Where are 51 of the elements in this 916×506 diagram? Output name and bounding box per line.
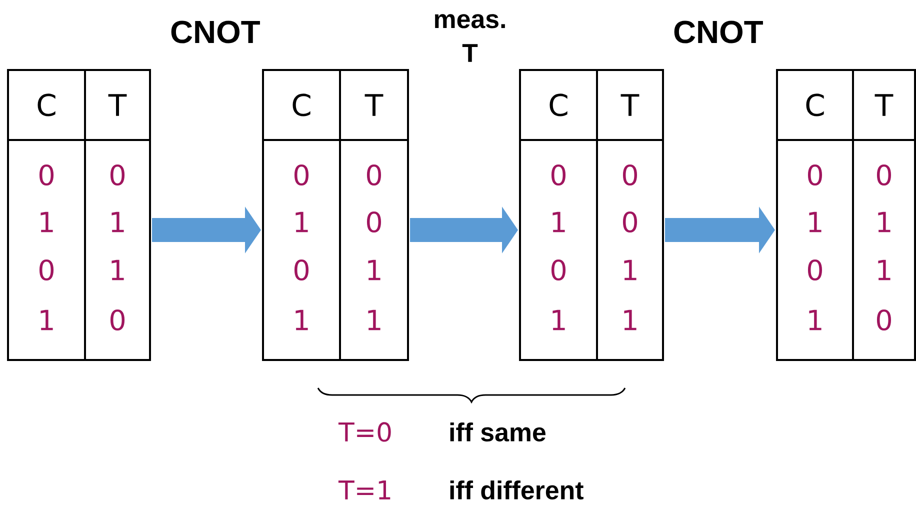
bit-value: 1 [624,310,636,330]
bit-value: 1 [40,212,53,232]
header-letter: T [108,94,127,116]
truth-table [776,69,916,361]
header-letter: C [550,94,568,116]
bit-value: 0 [366,164,382,186]
bit-value: 0 [294,259,309,281]
bit-value: 0 [876,309,892,331]
note-text: iff different [450,480,584,500]
bit-value: 0 [39,259,54,281]
bit-value: 1 [296,212,308,232]
bit-value: 1 [552,212,565,232]
step-label: CNOT [171,20,260,44]
bit-value: 1 [878,260,890,280]
bit-value: 0 [110,164,125,186]
header-letter: T [364,94,384,116]
bit-value: 1 [368,260,380,280]
bit-value: 0 [294,164,309,186]
header-letter: C [292,94,310,116]
bit-value: 1 [112,212,124,232]
bit-value: 1 [552,310,565,330]
bit-value: 1 [809,310,822,330]
bit-value: 0 [622,164,638,186]
bit-value: 0 [622,211,638,233]
bit-value: 0 [39,164,54,186]
header-letter: T [874,94,894,116]
truth-table [7,69,151,361]
step-label: meas. T [434,14,505,62]
truth-table [262,69,409,361]
header-letter: C [806,94,824,116]
bit-value: 0 [876,164,892,186]
header-letter: C [38,94,56,116]
bit-value: 1 [368,310,380,330]
bit-value: 1 [112,260,124,280]
bit-value: 0 [110,309,125,331]
bit-value: 0 [366,211,382,233]
bit-value: 0 [808,164,822,186]
equation-label: T=1 [338,480,390,500]
header-letter: T [620,94,640,116]
bit-value: 1 [878,212,890,232]
bit-value: 1 [624,260,636,280]
bit-value: 0 [551,164,566,186]
truth-table [519,69,664,361]
bit-value: 1 [809,212,822,232]
equation-label: T=0 [338,422,391,442]
step-label: CNOT [674,20,763,44]
bit-value: 1 [296,310,308,330]
bit-value: 0 [551,259,566,281]
bit-value: 1 [40,310,53,330]
bit-value: 0 [808,259,822,281]
note-text: iff same [450,422,546,442]
